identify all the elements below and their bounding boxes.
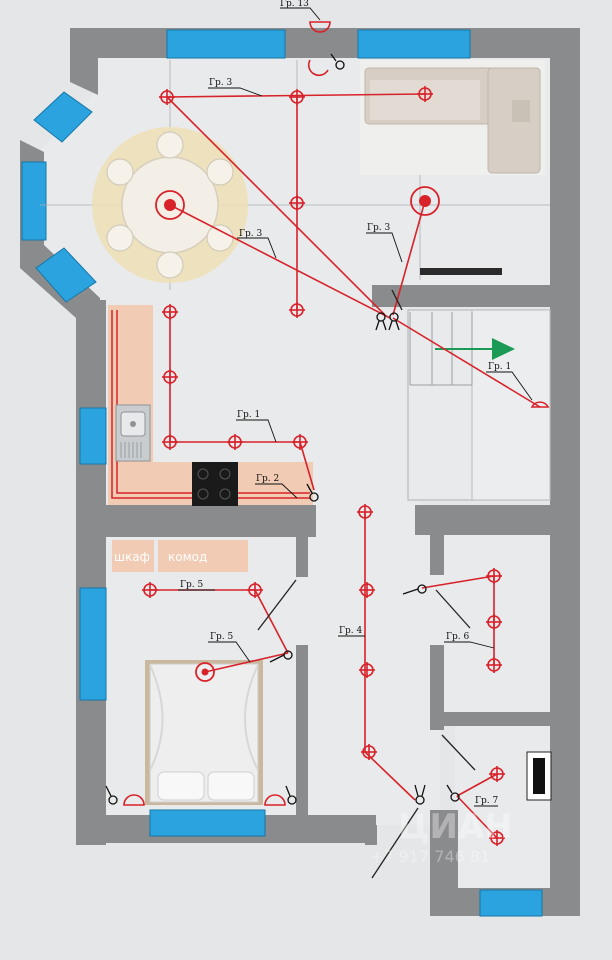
window-bedroom-bottom xyxy=(149,809,266,837)
switch-icon xyxy=(330,53,345,70)
door-swings xyxy=(257,289,476,879)
watermark: ЦИАН +7 917 746 81 xyxy=(370,807,513,866)
boiler xyxy=(526,751,552,801)
window-bathroom xyxy=(479,889,543,917)
label-group-3-right: Гр. 3 xyxy=(367,223,390,233)
ceiling-light-icon xyxy=(162,304,178,320)
wall-sconce-icon xyxy=(264,794,286,806)
window-corner-bottom xyxy=(35,247,97,303)
label-leaders xyxy=(178,7,533,807)
wall-sconce-icon xyxy=(309,21,331,33)
ceiling-light-icon xyxy=(162,369,178,385)
window-corner-top xyxy=(33,91,93,143)
ceiling-light-icon xyxy=(361,744,377,760)
window-bedroom-side xyxy=(79,587,107,701)
label-group-5-bed: Гр. 5 xyxy=(210,632,233,642)
switch-icon xyxy=(375,312,387,331)
kitchen xyxy=(108,305,313,506)
label-group-3-top: Гр. 3 xyxy=(209,78,232,88)
switch-icon xyxy=(388,312,400,331)
bed xyxy=(145,660,263,805)
ceiling-light-icon xyxy=(486,657,502,673)
ceiling-light-icon xyxy=(292,434,308,450)
tv xyxy=(420,268,502,275)
window-kitchen xyxy=(79,407,107,465)
ceiling-light-icon xyxy=(159,89,175,105)
wardrobe-label: шкаф xyxy=(114,550,150,564)
ceiling-light-icon xyxy=(195,662,215,682)
wall-sconce-icon xyxy=(123,794,145,806)
wall-sconces xyxy=(123,21,550,806)
windows xyxy=(21,29,543,917)
chandeliers xyxy=(155,186,440,682)
ceiling-light-icon xyxy=(162,434,178,450)
switch-icon xyxy=(446,784,460,802)
watermark-brand: ЦИАН xyxy=(398,807,513,847)
bedroom-storage: шкаф комод xyxy=(112,540,248,572)
label-group-1-kitchen: Гр. 1 xyxy=(237,410,260,420)
cooktop xyxy=(192,462,238,506)
label-group-13: Гр. 13 xyxy=(280,0,309,9)
ceiling-light-icon xyxy=(359,582,375,598)
ceiling-light-icon xyxy=(489,830,505,846)
ceiling-light-icon xyxy=(289,89,305,105)
dresser-label: комод xyxy=(168,550,207,564)
wall-sconce-icon xyxy=(307,59,329,77)
group-labels: Гр. 13 Гр. 3 Гр. 3 Гр. 3 Гр. 1 Гр. 1 Гр.… xyxy=(180,0,511,806)
ceiling-light-icon xyxy=(227,434,243,450)
label-group-7: Гр. 7 xyxy=(475,796,498,806)
chandelier-icon xyxy=(410,186,440,216)
ceiling-light-icon xyxy=(417,86,433,102)
ceiling-light-icon xyxy=(359,662,375,678)
window-top-right xyxy=(357,29,471,59)
label-group-5-top: Гр. 5 xyxy=(180,580,203,590)
ceiling-light-icon xyxy=(142,582,158,598)
ceiling-light-icon xyxy=(357,504,373,520)
switch-icon xyxy=(402,584,427,595)
ceiling-light-icon xyxy=(486,568,502,584)
wall-sconce-icon xyxy=(530,401,550,408)
switch-icon xyxy=(306,483,319,502)
kitchen-sink xyxy=(115,404,151,462)
label-group-6: Гр. 6 xyxy=(446,632,469,642)
ceiling-light-icon xyxy=(486,614,502,630)
window-left xyxy=(21,161,47,241)
switch-icon xyxy=(269,650,293,663)
circuit-wires xyxy=(150,93,541,839)
ceiling-light-icon xyxy=(489,766,505,782)
label-group-3-middle: Гр. 3 xyxy=(239,229,262,239)
ceiling-light-icon xyxy=(289,302,305,318)
watermark-phone: +7 917 746 81 xyxy=(370,847,490,866)
switch-icon xyxy=(285,785,297,805)
label-group-1-stairs: Гр. 1 xyxy=(488,362,511,372)
switch-icon xyxy=(414,784,426,805)
ceiling-lights xyxy=(142,86,505,846)
chandelier-icon xyxy=(155,190,185,220)
label-group-4: Гр. 4 xyxy=(339,626,362,636)
window-top-left xyxy=(166,29,286,59)
ceiling-light-icon xyxy=(247,582,263,598)
switch-icon xyxy=(105,785,118,805)
corner-sofa xyxy=(360,60,545,175)
ceiling-light-icon xyxy=(289,195,305,211)
label-group-2: Гр. 2 xyxy=(256,474,279,484)
switches xyxy=(105,53,460,805)
